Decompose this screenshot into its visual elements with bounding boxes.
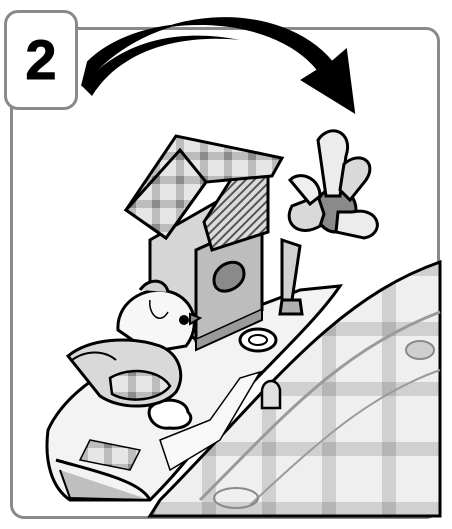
- step-number: 2: [25, 32, 56, 88]
- step-badge: 2: [4, 10, 78, 110]
- curved-rotate-arrow-icon: [82, 18, 354, 112]
